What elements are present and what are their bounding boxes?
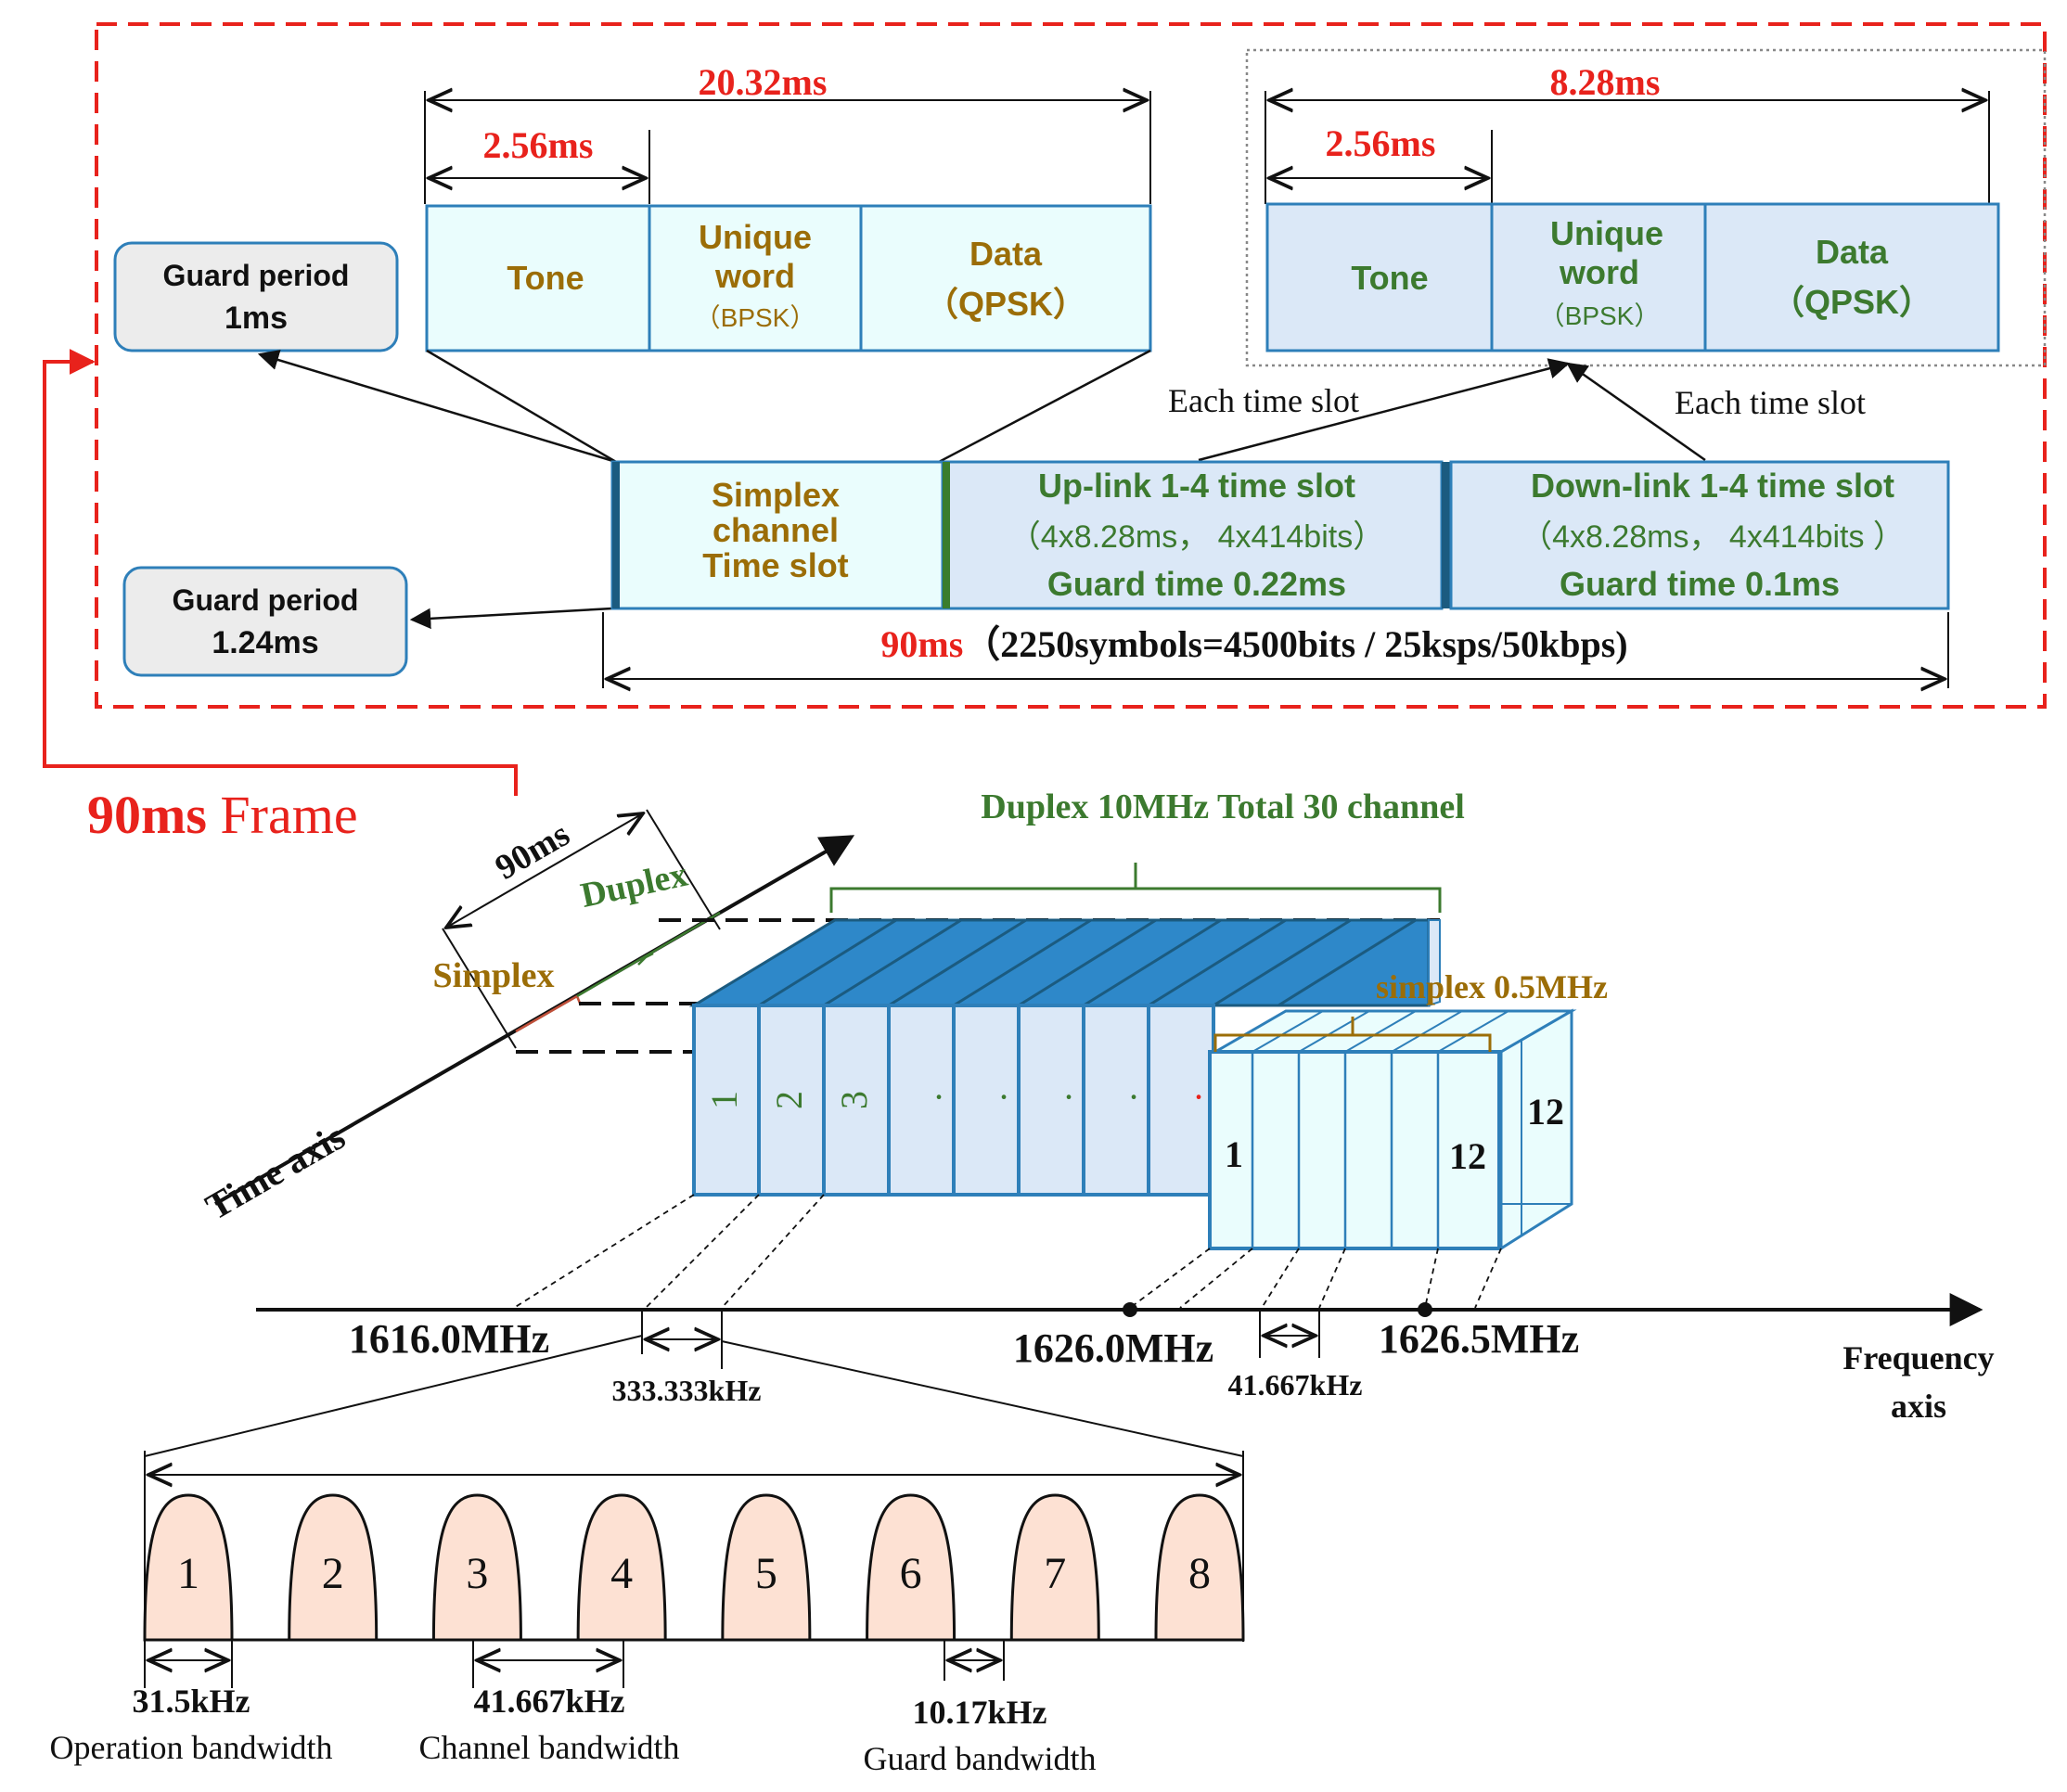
guard-bandwidth-value: 10.17kHz (912, 1694, 1046, 1731)
simplex-span-label: 20.32ms (699, 61, 828, 103)
spectrum-lobe-label-7: 7 (1044, 1549, 1066, 1598)
duplex-span-label: 8.28ms (1550, 61, 1661, 103)
operation-bandwidth-value: 31.5kHz (132, 1683, 250, 1720)
svg-text:Guard period: Guard period (173, 583, 359, 617)
svg-text:·: · (1062, 1076, 1074, 1118)
simplex-spacing-label: 41.667kHz (1228, 1368, 1363, 1402)
simplex-slot-fields: Tone Unique word （BPSK） Data （QPSK） (425, 204, 1152, 352)
svg-text:1ms: 1ms (225, 301, 288, 336)
svg-text:（QPSK）: （QPSK） (925, 285, 1086, 323)
duplex-tone-span-label: 2.56ms (1326, 122, 1436, 164)
duplex-channel-1: 1 (703, 1091, 745, 1109)
spectrum-lobe-label-2: 2 (322, 1549, 344, 1598)
spectrum-lobe-1 (143, 1493, 234, 1642)
svg-text:1.24ms: 1.24ms (212, 625, 318, 660)
frame-label: 90ms Frame (87, 785, 358, 845)
svg-text:·: · (997, 1076, 1009, 1118)
svg-text:Simplex: Simplex (712, 476, 840, 514)
arrow-icon (409, 607, 613, 630)
svg-text:word: word (714, 257, 795, 295)
svg-text:Up-link 1-4 time slot: Up-link 1-4 time slot (1038, 467, 1355, 505)
spectrum-lobe-7 (1009, 1493, 1100, 1642)
guard-period-1ms: Guard period 1ms (113, 241, 399, 352)
spectrum-lobe-6 (866, 1493, 956, 1642)
simplex-time-label: Simplex (433, 956, 555, 995)
svg-text:Time slot: Time slot (702, 546, 848, 584)
spectrum-lobe-8 (1154, 1493, 1245, 1642)
svg-text:Data: Data (1816, 233, 1889, 271)
spectrum-lobe-label-1: 1 (177, 1549, 199, 1598)
duplex-block-label: Duplex 10MHz Total 30 channel (981, 787, 1465, 826)
guard-period-1-24ms: Guard period 1.24ms (122, 566, 408, 677)
tone-field-label: Tone (507, 259, 584, 297)
svg-text:（4x8.28ms， 4x414bits ）: （4x8.28ms， 4x414bits ） (1521, 519, 1905, 555)
arrow-icon (257, 350, 617, 464)
spectrum-lobe-label-6: 6 (900, 1549, 922, 1598)
freq-1616: 1616.0MHz (349, 1316, 549, 1362)
svg-text:（BPSK）: （BPSK） (1539, 301, 1661, 330)
svg-text:Guard time 0.22ms: Guard time 0.22ms (1047, 565, 1346, 603)
each-slot-label: Each time slot (1168, 382, 1359, 419)
simplex-channel-12: 12 (1449, 1135, 1486, 1177)
svg-text:Tone: Tone (1351, 259, 1428, 297)
spectrum-lobe-label-4: 4 (610, 1549, 633, 1598)
svg-text:Unique: Unique (1550, 214, 1663, 252)
svg-text:Unique: Unique (699, 218, 812, 256)
svg-text:Guard time 0.1ms: Guard time 0.1ms (1560, 565, 1840, 603)
freq-1626-0: 1626.0MHz (1013, 1325, 1213, 1371)
svg-text:·: · (1127, 1076, 1139, 1118)
duplex-channel-3: 3 (833, 1091, 875, 1109)
spectrum-lobes: 1 2 3 4 5 6 7 8 (143, 1493, 1245, 1642)
time-slot-row: Simplex channel Time slot Up-link 1-4 ti… (610, 460, 1950, 610)
channel-bandwidth-value: 41.667kHz (473, 1683, 624, 1720)
svg-text:axis: axis (1891, 1388, 1946, 1425)
svg-text:Data: Data (969, 235, 1043, 273)
frame-total-label: 90ms（2250symbols=4500bits / 25ksps/50kbp… (880, 623, 1627, 665)
duplex-spacing-label: 333.333kHz (612, 1374, 762, 1407)
svg-text:·: · (932, 1076, 944, 1118)
spectrum-lobe-3 (431, 1493, 522, 1642)
svg-text:（QPSK）: （QPSK） (1771, 283, 1932, 321)
spectrum-lobe-2 (288, 1493, 379, 1642)
spectrum-lobe-label-5: 5 (755, 1549, 777, 1598)
time-axis-label: Time axis (199, 1115, 352, 1227)
operation-bandwidth-label: Operation bandwidth (50, 1729, 333, 1766)
duplex-time-label: Duplex (577, 855, 690, 915)
svg-text:（4x8.28ms， 4x414bits）: （4x8.28ms， 4x414bits） (1009, 519, 1384, 555)
duplex-slot-box (1245, 48, 2047, 367)
svg-text:Down-link 1-4 time slot: Down-link 1-4 time slot (1531, 467, 1894, 505)
spectrum-lobe-4 (576, 1493, 667, 1642)
svg-text:word: word (1559, 253, 1639, 291)
frequency-axis-label: Frequency (1842, 1339, 1994, 1376)
guard-bandwidth-label: Guard bandwidth (864, 1740, 1097, 1777)
svg-text:channel: channel (713, 511, 839, 549)
dimension-arrow-icon (446, 813, 643, 928)
duplex-channel-block: 1 2 3 · · · · · (688, 918, 1441, 1197)
simplex-block-label: simplex 0.5MHz (1376, 968, 1608, 1005)
simplex-brace (1213, 1017, 1492, 1052)
simplex-back-channel-12: 12 (1527, 1091, 1564, 1133)
simplex-tone-span-label: 2.56ms (483, 124, 594, 166)
frame-link-arrow (43, 349, 518, 796)
spectrum-lobe-label-3: 3 (466, 1549, 488, 1598)
svg-text:（BPSK）: （BPSK） (695, 303, 816, 332)
each-slot-label: Each time slot (1675, 384, 1866, 421)
svg-text:·: · (1192, 1076, 1204, 1118)
simplex-channel-1: 1 (1225, 1133, 1243, 1175)
freq-1626-5: 1626.5MHz (1379, 1316, 1579, 1362)
duplex-slot-fields: Tone Unique word （BPSK） Data （QPSK） (1265, 202, 2000, 352)
spectrum-lobe-5 (721, 1493, 812, 1642)
arrow-icon (1566, 362, 1706, 462)
svg-text:Guard period: Guard period (163, 259, 350, 292)
spectrum-lobe-label-8: 8 (1188, 1549, 1211, 1598)
arrow-icon (1198, 358, 1571, 462)
duplex-brace (829, 863, 1442, 913)
duplex-channel-2: 2 (768, 1091, 810, 1109)
channel-bandwidth-label: Channel bandwidth (419, 1729, 680, 1766)
simplex-channel-block: 1 12 12 (1208, 1008, 1577, 1251)
